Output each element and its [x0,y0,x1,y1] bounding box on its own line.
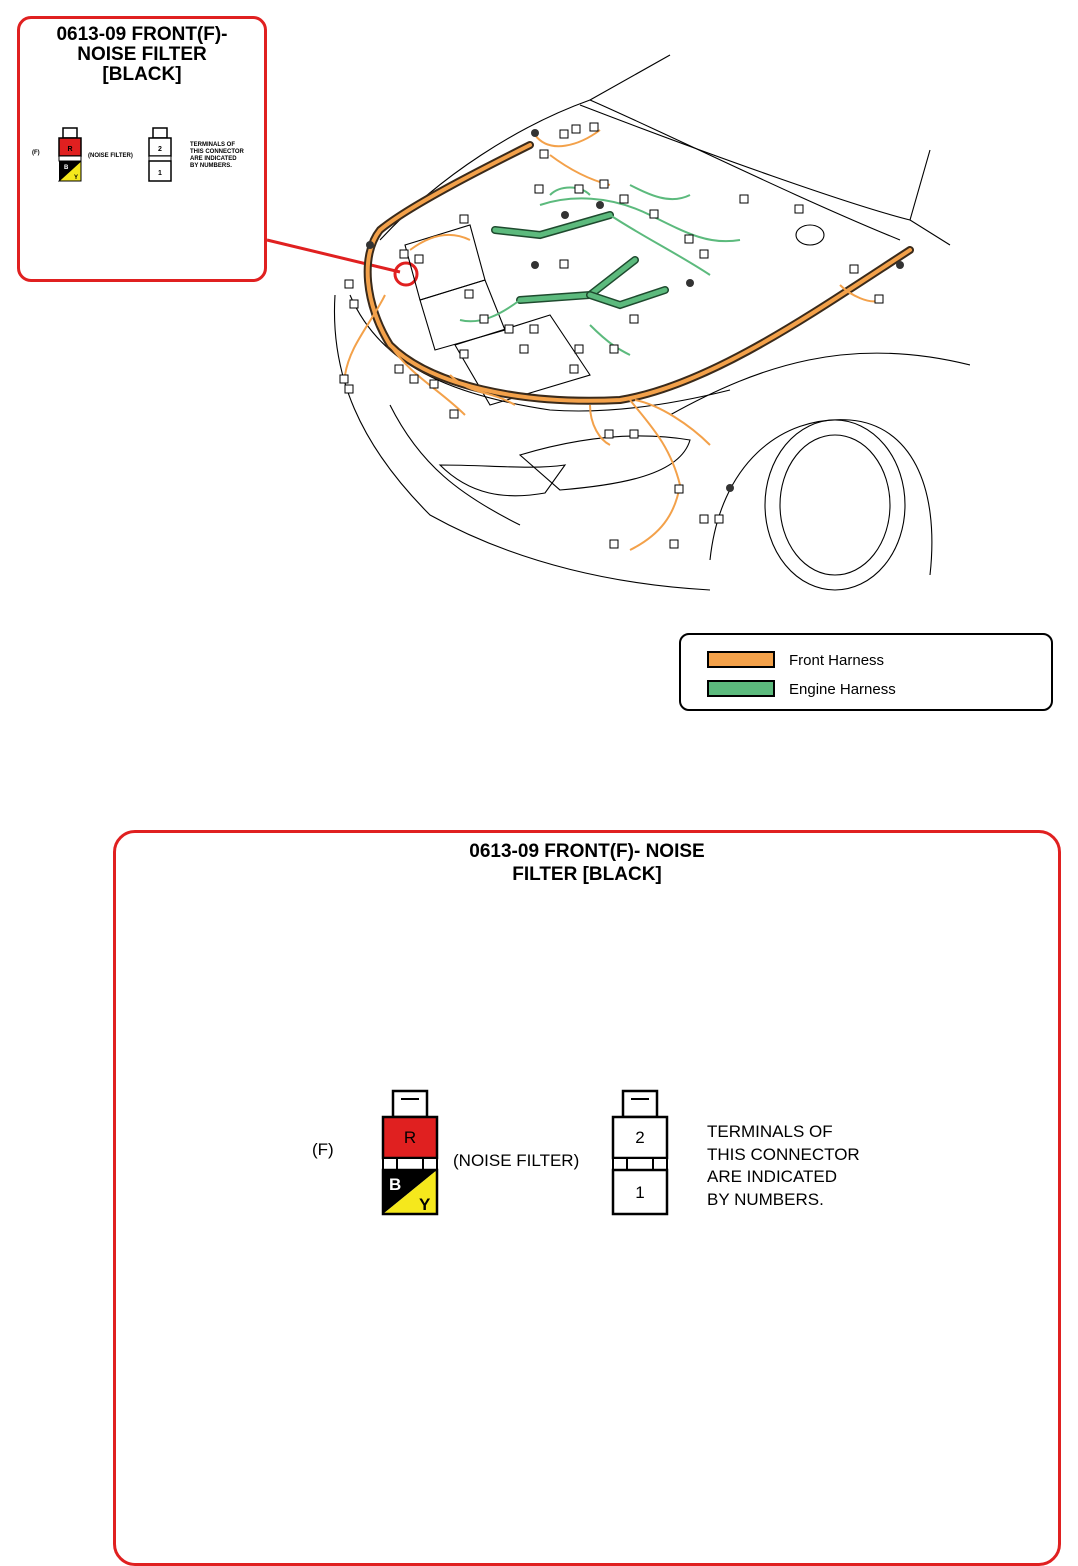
main-part-name: (NOISE FILTER) [453,1151,580,1170]
engine-harness-branches [459,184,741,356]
legend-swatch-front-harness [707,651,775,668]
inset-wire-color-connector: R B Y [58,127,82,182]
inset-connector-code: (F) [32,150,40,156]
main-note-line3: ARE INDICATED [707,1167,838,1187]
wire-color-y: Y [419,1195,431,1214]
front-harness-branches [344,129,881,551]
main-title-line1: 0613-09 FRONT(F)- NOISE [469,841,705,862]
main-note-line4: BY NUMBERS. [707,1189,824,1209]
tire-inner [779,434,891,576]
terminal-2: 2 [635,1128,644,1147]
inset-wire-y: Y [74,175,78,181]
inset-title-line3: [BLACK] [102,63,182,85]
main-terminals-note: TERMINALS OF THIS CONNECTOR ARE INDICATE… [707,1121,860,1211]
leader-line [266,238,401,274]
legend-swatch-engine-harness [707,680,775,697]
connector-location-marker [393,261,419,287]
engine-block-2 [419,279,506,351]
inset-wire-b: B [64,165,69,171]
inset-terminal-1: 1 [158,170,162,177]
main-note-line1: TERMINALS OF [707,1122,833,1141]
legend-label-front-harness: Front Harness [789,652,885,669]
wire-color-connector: R B Y [381,1089,439,1216]
inset-note-line2: THIS CONNECTOR [190,148,244,155]
bumper-lower [333,294,711,591]
headlight [518,435,691,491]
inset-title: 0613-09 FRONT(F)- NOISE FILTER [BLACK] [20,25,264,85]
inset-title-line2: NOISE FILTER [77,43,207,65]
inset-terminal-2: 2 [158,146,162,153]
inset-note-line4: BY NUMBERS. [190,162,232,169]
a-pillar-line [589,54,671,101]
windshield-edge [909,149,951,246]
terminal-1: 1 [635,1183,644,1202]
inset-part-name: (NOISE FILTER) [88,153,133,159]
main-note-line2: THIS CONNECTOR [707,1144,860,1164]
main-title: 0613-09 FRONT(F)- NOISE FILTER [BLACK] [116,841,1058,887]
tire [764,419,906,591]
inset-terminal-connector: 2 1 [148,127,172,182]
inset-terminals-note: TERMINALS OF THIS CONNECTOR ARE INDICATE… [190,142,244,170]
wire-color-r: R [404,1128,416,1147]
terminal-number-connector: 2 1 [611,1089,669,1216]
connector-glyphs [339,122,884,549]
engine-harness-trunks [491,211,669,310]
main-connector-panel: 0613-09 FRONT(F)- NOISE FILTER [BLACK] (… [113,830,1061,1566]
main-connector-code: (F) [312,1140,334,1159]
main-title-line2: FILTER [BLACK] [512,863,662,885]
legend-label-engine-harness: Engine Harness [789,681,896,698]
vehicle-harness-illustration [333,54,970,591]
fog-opening [438,464,567,497]
inset-note-line3: ARE INDICATED [190,155,237,162]
inset-note-line1: TERMINALS OF [190,142,235,148]
inset-title-line1: 0613-09 FRONT(F)- [56,24,228,45]
reservoir-cap [795,224,825,246]
wire-color-b: B [389,1175,401,1194]
inset-connector-panel: 0613-09 FRONT(F)- NOISE FILTER [BLACK] (… [17,16,267,282]
wheel-arch [709,419,933,576]
grommet-glyphs [366,129,904,492]
hood-edge [379,99,901,241]
leader-line-layer [266,238,419,287]
harness-legend: Front Harness Engine Harness [679,633,1053,711]
intake-line [389,404,521,526]
cowl-line [579,104,911,221]
inset-wire-r: R [67,146,72,153]
hood-front-edge [349,294,731,412]
front-harness-main [363,141,914,405]
fender-top [669,352,970,416]
